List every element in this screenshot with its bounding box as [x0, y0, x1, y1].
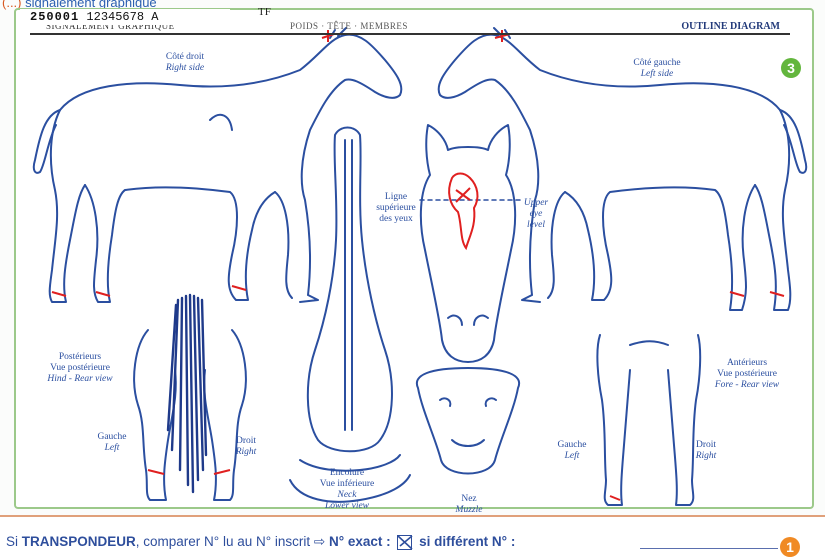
id-number: 250001	[30, 10, 79, 24]
fore-legs-rear-view-outline	[597, 335, 700, 505]
fore-left-fr: Gauche	[552, 440, 592, 451]
label-fore-left: Gauche Left	[552, 440, 592, 462]
head-front-view-outline	[420, 125, 520, 362]
fore-en: Fore - Rear view	[715, 380, 779, 390]
hind-fr-line2: Vue postérieure	[32, 363, 128, 374]
hind-left-fr: Gauche	[92, 432, 132, 443]
fore-left-en: Left	[565, 451, 580, 461]
label-fore-right: Droit Right	[686, 440, 726, 462]
label-left-side-fr: Côté gauche	[622, 58, 692, 69]
muzzle-en: Muzzle	[456, 505, 483, 515]
id-suffix: 12345678 A	[86, 10, 158, 24]
hind-fr-line1: Postérieurs	[32, 352, 128, 363]
footer-text-si: Si	[6, 534, 22, 549]
neck-en-line1: Neck	[302, 490, 392, 501]
different-number-field[interactable]	[640, 548, 778, 549]
neck-fr-line2: Vue inférieure	[302, 479, 392, 490]
header-right: OUTLINE DIAGRAM	[681, 21, 780, 32]
tail-strands	[168, 295, 206, 492]
eye-level-en-line1: Upper	[516, 198, 556, 209]
right-side-fore-mark	[232, 286, 246, 290]
tf-code: TF	[258, 6, 271, 18]
label-hind-right: Droit Right	[226, 436, 266, 458]
footer-text-different: si différent N° :	[419, 534, 515, 549]
label-muzzle: Nez Muzzle	[444, 494, 494, 516]
label-right-side: Côté droit Right side	[150, 52, 220, 74]
footer-text-exact: N° exact :	[329, 534, 391, 549]
neck-lower-view-outline	[290, 128, 410, 502]
hind-left-en: Left	[105, 443, 120, 453]
eye-level-fr-line1: Ligne	[366, 192, 426, 203]
eye-level-en-line2: eye	[516, 209, 556, 220]
checkmark-icon	[396, 533, 414, 551]
label-hind-left: Gauche Left	[92, 432, 132, 454]
neck-fr-line1: Encolure	[302, 468, 392, 479]
muzzle-fr: Nez	[444, 494, 494, 505]
label-left-side-en: Left side	[641, 69, 673, 79]
hind-en: Hind - Rear view	[47, 374, 112, 384]
red-markings	[52, 30, 784, 500]
fore-fr-line1: Antérieurs	[700, 358, 794, 369]
label-eye-level-fr: Ligne supérieure des yeux	[366, 192, 426, 225]
eye-level-fr-line2: supérieure	[366, 203, 426, 214]
fore-right-en: Right	[696, 451, 717, 461]
header-middle: POIDS · TÊTE · MEMBRES	[290, 21, 408, 31]
hind-right-fr: Droit	[226, 436, 266, 447]
blaze-star-mark	[449, 174, 477, 249]
footer-text-transpondeur: TRANSPONDEUR	[22, 534, 136, 549]
label-hind-view: Postérieurs Vue postérieure Hind - Rear …	[32, 352, 128, 385]
eye-level-en-line3: level	[516, 220, 556, 231]
exact-number-checkbox[interactable]	[397, 535, 412, 550]
footer-text-compare: , comparer N° lu au N° inscrit ⇨	[136, 534, 329, 549]
fore-fr-line2: Vue postérieure	[700, 369, 794, 380]
muzzle-outline	[417, 368, 519, 474]
label-fore-view: Antérieurs Vue postérieure Fore - Rear v…	[700, 358, 794, 391]
label-eye-level-en: Upper eye level	[516, 198, 556, 231]
neck-en-line2: Lower view	[302, 501, 392, 512]
hind-right-en: Right	[236, 447, 257, 457]
section-badge-1: 1	[780, 537, 800, 557]
transponder-instruction: Si TRANSPONDEUR, comparer N° lu au N° in…	[6, 534, 515, 550]
right-side-hind-marks	[52, 292, 110, 296]
label-neck: Encolure Vue inférieure Neck Lower view	[302, 468, 392, 512]
label-right-side-fr: Côté droit	[150, 52, 220, 63]
eye-level-fr-line3: des yeux	[366, 214, 426, 225]
label-right-side-en: Right side	[166, 63, 204, 73]
label-left-side: Côté gauche Left side	[622, 58, 692, 80]
fore-right-fr: Droit	[686, 440, 726, 451]
fore-rear-mark	[610, 496, 620, 500]
section-badge-3: 3	[781, 58, 801, 78]
id-strip: 250001 12345678 A	[20, 9, 230, 25]
